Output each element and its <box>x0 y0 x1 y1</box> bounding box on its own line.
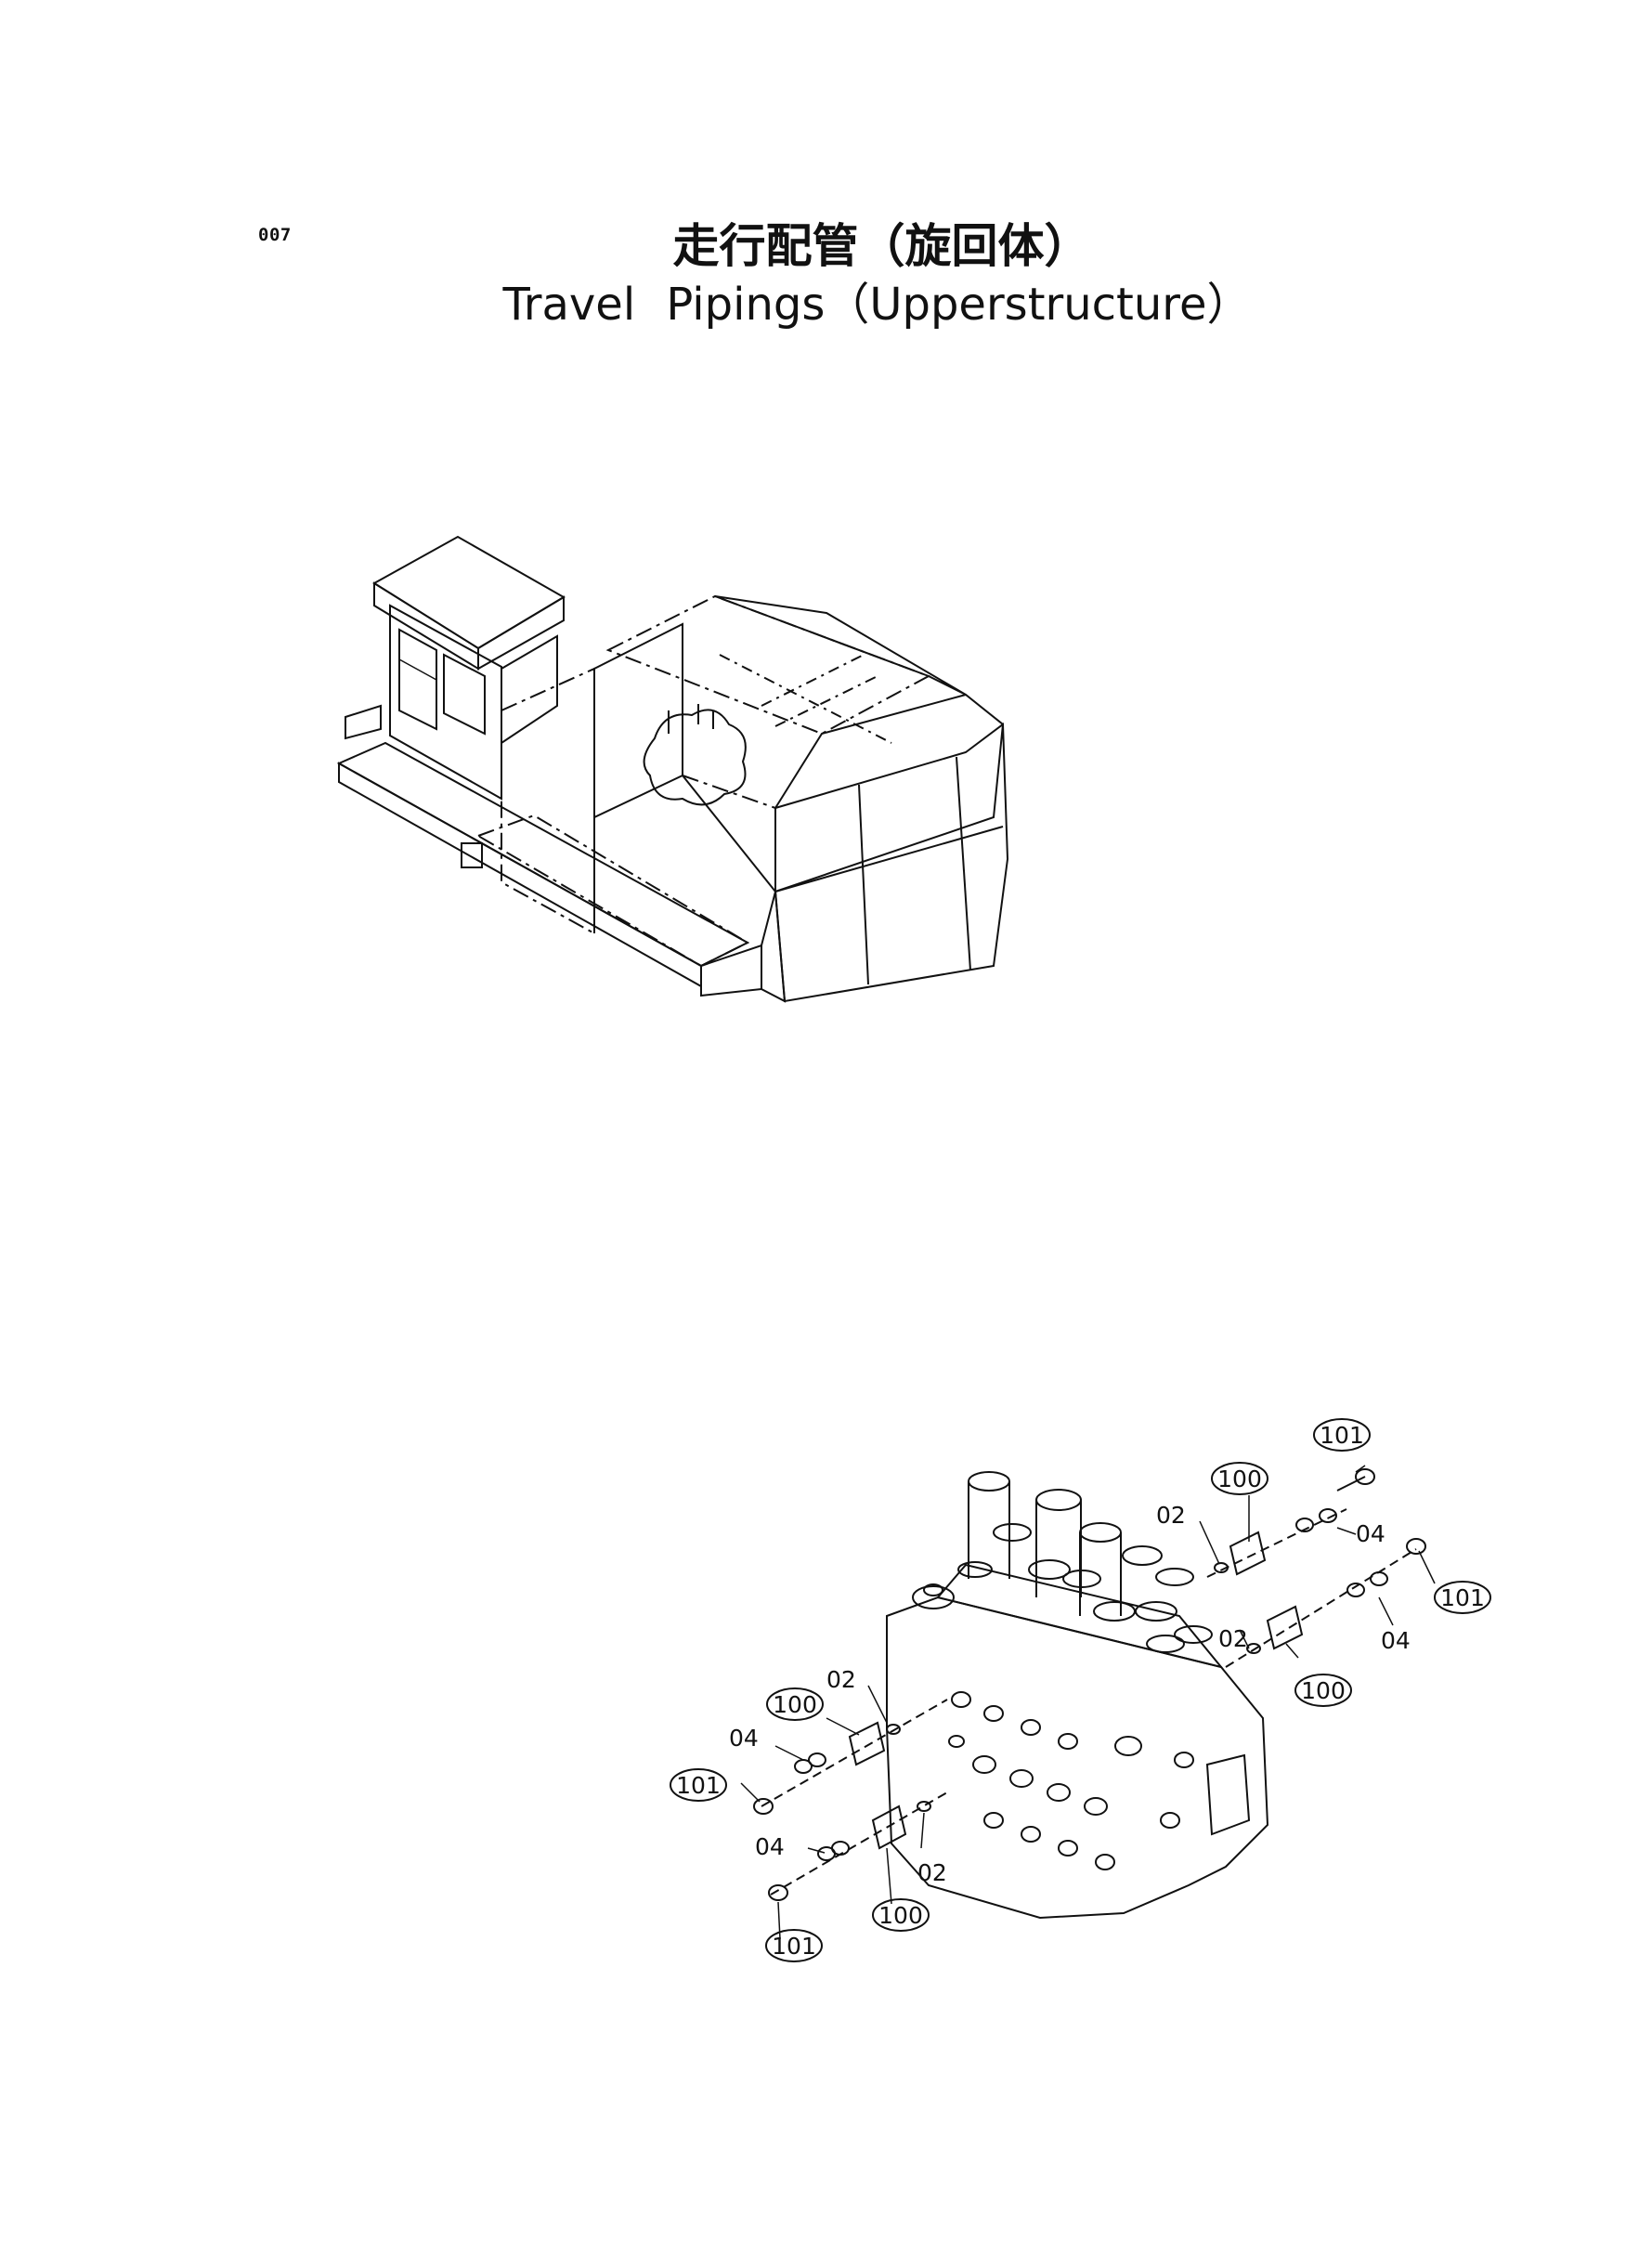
title-english: Travel Pipings（Upperstructure） <box>502 279 1252 331</box>
callout-100-d: 100 <box>878 1902 923 1929</box>
callout-101-b: 101 <box>1440 1584 1485 1611</box>
control-valve <box>740 1465 1436 1940</box>
callout-100-a: 100 <box>1217 1466 1262 1492</box>
callout-101-a: 101 <box>1320 1422 1364 1449</box>
callout-101-c: 101 <box>676 1772 721 1799</box>
callout-04-b: 04 <box>1381 1627 1411 1654</box>
page-number: 007 <box>258 225 292 245</box>
flange-upper-right-2 <box>1225 1538 1426 1668</box>
callout-02-c: 02 <box>826 1666 856 1693</box>
callout-101-d: 101 <box>772 1933 816 1960</box>
callout-04-a: 04 <box>1356 1520 1385 1547</box>
flange-lower-left-2 <box>768 1791 948 1901</box>
callout-02-b: 02 <box>1218 1625 1248 1652</box>
callout-02-a: 02 <box>1156 1502 1186 1529</box>
callout-100-b: 100 <box>1301 1677 1346 1704</box>
machine-overview <box>336 535 1009 1003</box>
title-japanese: 走行配管（旋回体） <box>672 219 1091 273</box>
callout-100-c: 100 <box>773 1691 817 1718</box>
callout-labels: 02 02 02 02 04 04 04 04 100 100 100 100 … <box>670 1418 1491 1962</box>
callout-02-d: 02 <box>917 1859 947 1886</box>
callout-04-d: 04 <box>755 1833 785 1860</box>
callout-04-c: 04 <box>729 1725 759 1752</box>
